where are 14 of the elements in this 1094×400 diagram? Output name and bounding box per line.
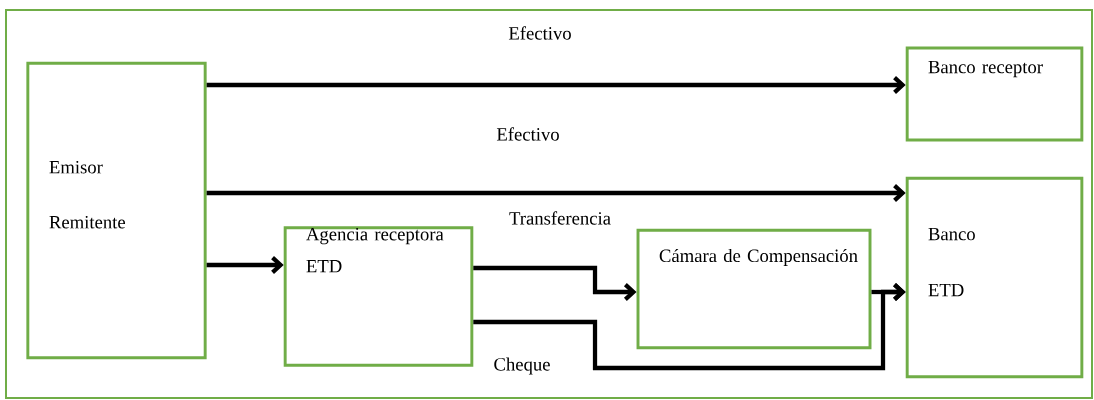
edge-label: Cheque <box>494 357 550 375</box>
process-box: Cámara de Compensación <box>636 228 872 350</box>
arrow <box>206 184 906 202</box>
arrow <box>473 265 637 301</box>
edge-label: Efectivo <box>496 127 559 141</box>
edge-label: Transferencia <box>509 211 611 225</box>
process-box: Banco ETD <box>905 176 1084 379</box>
arrow <box>206 256 284 274</box>
process-box: Banco receptor <box>905 46 1084 142</box>
arrow <box>206 76 906 94</box>
edge-label: Efectivo <box>508 26 571 40</box>
process-box: Agencia receptora ETD <box>283 226 474 367</box>
arrow <box>871 283 906 301</box>
process-box: Emisor Remitente <box>26 61 207 360</box>
